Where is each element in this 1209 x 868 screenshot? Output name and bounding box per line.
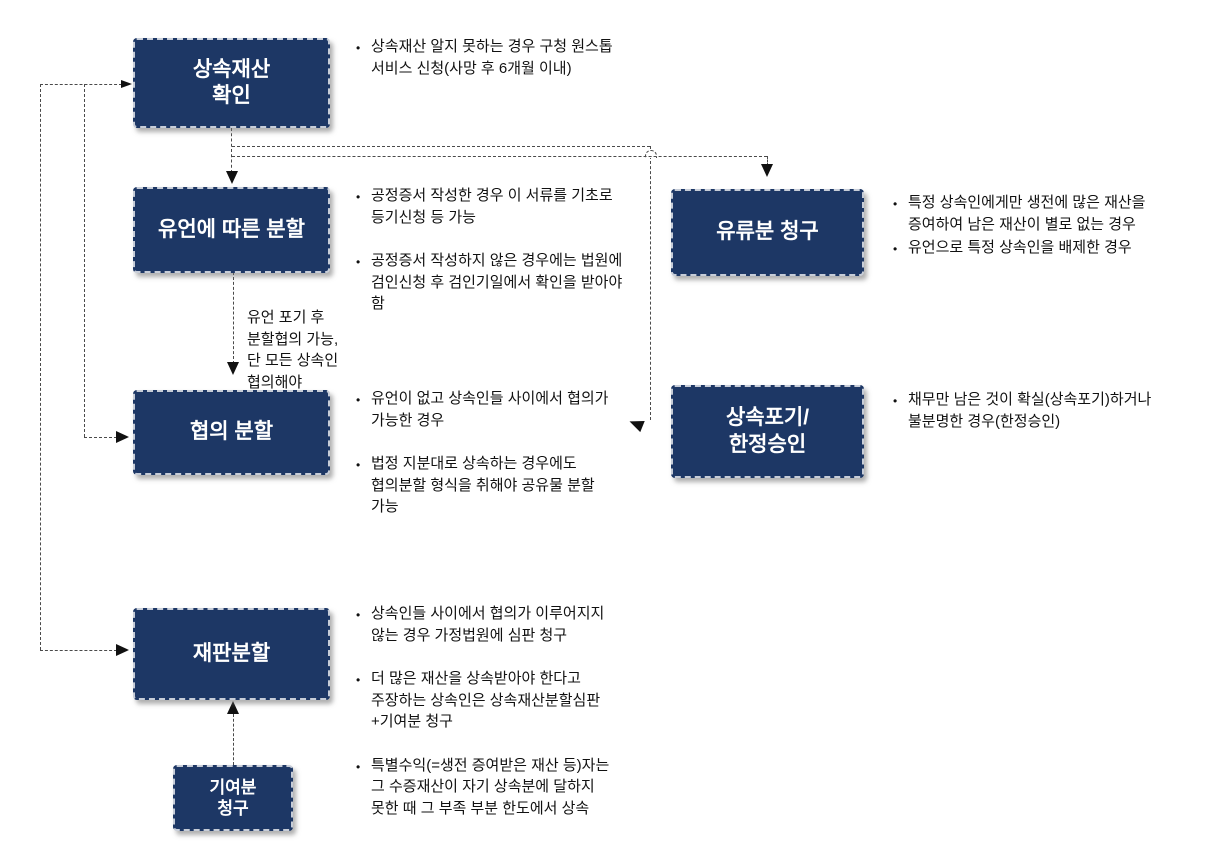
- arrowhead-near-renunciation: [627, 415, 645, 433]
- node-contribution-claim: 기여분 청구: [173, 765, 293, 831]
- line-jump-bridge: [645, 150, 657, 158]
- arrowhead-into-division-by-will: [226, 171, 238, 184]
- connector-left-outer-bottom-h: [40, 650, 117, 651]
- arrowhead-into-trial-from-contribution: [227, 701, 239, 714]
- node-division-by-trial: 재판분할: [133, 608, 330, 700]
- connector-check-to-reserve-v: [767, 156, 768, 166]
- node-legal-reserve-claim: 유류분 청구: [671, 189, 864, 276]
- arrowhead-into-legal-reserve: [761, 164, 773, 177]
- connector-left-inner-bottom-h: [84, 437, 117, 438]
- node-renunciation-limited-acceptance: 상속포기/ 한정승인: [671, 385, 864, 478]
- connector-will-to-agreement: [233, 272, 234, 364]
- node-inheritance-check: 상속재산 확인: [133, 38, 330, 128]
- connector-left-inner-v: [84, 84, 85, 437]
- connector-check-to-renunciation-v: [650, 146, 651, 420]
- connector-contribution-to-trial: [233, 714, 234, 765]
- arrowhead-at-inheritance-check: [121, 80, 132, 88]
- arrowhead-into-agreement-from-will: [227, 362, 239, 375]
- notes-division-by-trial: •상속인들 사이에서 협의가 이루어지지 않는 경우 가정법원에 심판 청구•더…: [356, 605, 610, 817]
- notes-legal-reserve-claim: •특정 상속인에게만 생전에 많은 재산을 증여하여 남은 재산이 별로 없는 …: [893, 194, 1146, 256]
- node-division-by-agreement: 협의 분할: [133, 390, 330, 475]
- node-division-by-will: 유언에 따른 분할: [133, 187, 330, 273]
- connector-check-to-renunciation-h: [232, 146, 650, 147]
- notes-division-by-agreement: •유언이 없고 상속인들 사이에서 협의가 가능한 경우•법정 지분대로 상속하…: [356, 390, 609, 515]
- connector-left-top-h: [40, 84, 122, 85]
- notes-division-by-will: •공정증서 작성한 경우 이 서류를 기초로 등기신청 등 가능•공정증서 작성…: [356, 187, 623, 312]
- arrowhead-into-division-by-agreement: [116, 431, 129, 443]
- connector-check-to-will: [231, 128, 232, 173]
- arrowhead-into-division-by-trial: [116, 644, 129, 656]
- notes-renunciation-limited-acceptance: •채무만 남은 것이 확실(상속포기)하거나 불분명한 경우(한정승인): [893, 391, 1152, 430]
- connector-left-outer-v: [40, 84, 41, 650]
- notes-inheritance-check: •상속재산 알지 못하는 경우 구청 원스톱 서비스 신청(사망 후 6개월 이…: [356, 38, 613, 77]
- connector-check-to-reserve-h: [232, 156, 767, 157]
